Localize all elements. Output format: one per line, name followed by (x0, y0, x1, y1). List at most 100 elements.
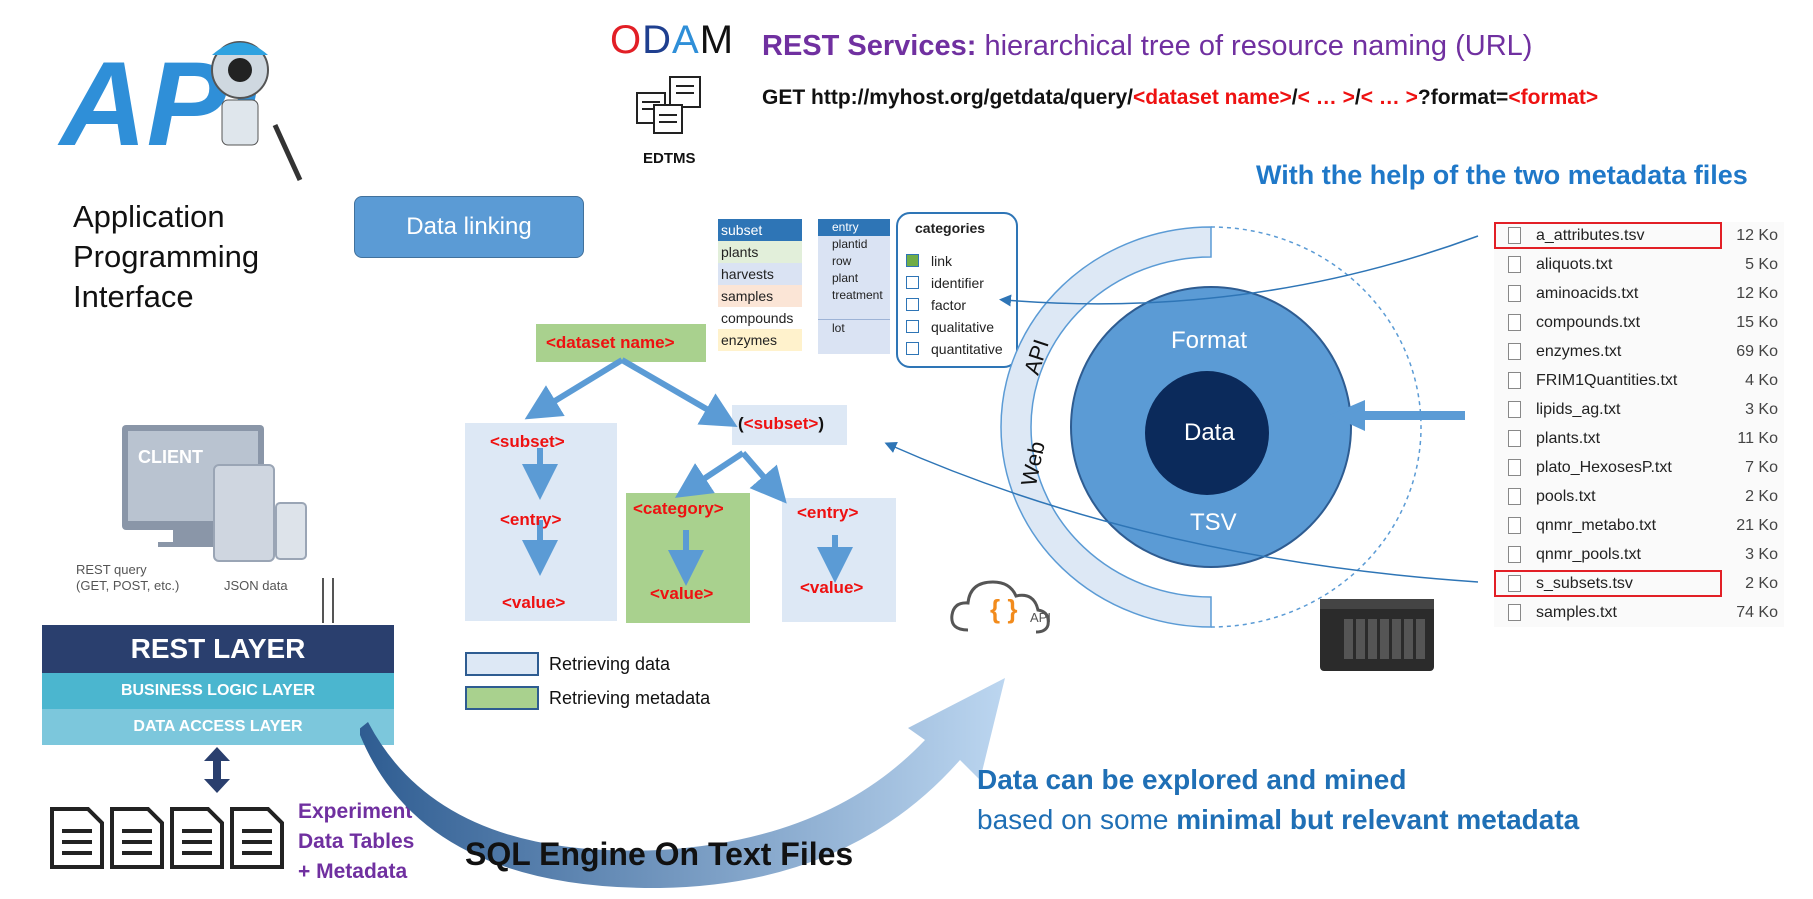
file-size: 21 Ko (1736, 517, 1778, 534)
file-name: qnmr_metabo.txt (1536, 517, 1657, 534)
logo-letter-m: M (699, 18, 735, 62)
categories-box: categories link identifier factor qualit… (896, 212, 1018, 368)
file-row[interactable]: qnmr_metabo.txt 21 Ko (1494, 512, 1784, 541)
data-access-layer: DATA ACCESS LAYER (42, 709, 394, 745)
file-icon (1508, 401, 1521, 418)
bidirectional-arrow-icon (204, 747, 230, 793)
file-name: s_subsets.tsv (1536, 575, 1633, 592)
client-label: CLIENT (138, 447, 203, 467)
file-icon (1508, 517, 1521, 534)
file-highlight-box (1494, 570, 1722, 597)
file-size: 12 Ko (1736, 285, 1778, 302)
subset-list-item: plants (718, 241, 802, 263)
file-icon (1508, 488, 1521, 505)
edtms-label: EDTMS (643, 150, 696, 167)
category-item-link: link (906, 250, 1003, 272)
circle-format-label: Format (1171, 327, 1248, 354)
client-devices-illustration (122, 425, 334, 623)
file-row[interactable]: a_attributes.tsv 12 Ko (1494, 222, 1784, 251)
cloud-api-icon: { } (950, 580, 1050, 634)
explored-line2-prefix: based on some (977, 804, 1177, 835)
category-item-label: qualitative (931, 319, 995, 335)
sql-engine-label: SQL Engine On Text Files (465, 836, 854, 872)
file-name: samples.txt (1536, 604, 1617, 621)
category-item-quantitative: quantitative (906, 338, 1003, 360)
tree-category: <category> (633, 499, 724, 518)
file-size: 69 Ko (1736, 343, 1778, 360)
url-query: ?format= (1417, 86, 1509, 109)
tree-arrows (522, 357, 853, 586)
logo-letter-d: D (642, 18, 673, 62)
file-size: 3 Ko (1745, 546, 1778, 563)
url-slash: / (1291, 86, 1298, 109)
file-name: a_attributes.tsv (1536, 227, 1645, 244)
nas-server-icon (1320, 599, 1434, 671)
entry-list-item: treatment (832, 288, 883, 302)
tree-subset-right: <subset> (743, 414, 819, 433)
category-item-identifier: identifier (906, 272, 1003, 294)
entry-list: entry plantid row plant treatment lot (818, 219, 890, 354)
file-size: 2 Ko (1745, 488, 1778, 505)
file-name: compounds.txt (1536, 314, 1641, 331)
api-label-line3: Interface (73, 279, 194, 314)
paren-open: ( (738, 414, 744, 433)
file-icon (1508, 430, 1521, 447)
tree-value: <value> (650, 584, 714, 603)
api-label-line2: Programming (73, 239, 260, 274)
file-row[interactable]: pools.txt 2 Ko (1494, 483, 1784, 512)
experiment-line2: Data Tables (298, 830, 415, 853)
category-item-factor: factor (906, 294, 1003, 316)
svg-text:{ }: { } (990, 594, 1017, 624)
entry-list-item: plant (832, 271, 859, 285)
tree-entry: <entry> (797, 503, 859, 522)
tree-entry: <entry> (500, 510, 562, 529)
rest-query-line1: REST query (76, 562, 147, 577)
subset-list-item: enzymes (718, 329, 802, 351)
file-icon (1508, 604, 1521, 621)
paren-close: ) (818, 414, 824, 433)
data-linking-box: Data linking (354, 196, 584, 258)
rest-services-heading: REST Services: hierarchical tree of reso… (762, 30, 1532, 63)
file-name: lipids_ag.txt (1536, 401, 1621, 418)
tree-subset-optional: (<subset>) (738, 414, 824, 434)
json-data-label: JSON data (224, 578, 288, 593)
entry-list-item: lot (818, 319, 890, 337)
checkbox-icon (906, 276, 919, 289)
file-size: 2 Ko (1745, 575, 1778, 592)
subset-list: subset plants harvests samples compounds… (718, 219, 802, 351)
categories-title: categories (915, 220, 986, 236)
file-row[interactable]: enzymes.txt 69 Ko (1494, 338, 1784, 367)
file-size: 5 Ko (1745, 256, 1778, 273)
url-placeholder: < … > (1297, 86, 1355, 109)
file-name: plants.txt (1536, 430, 1601, 447)
odam-logo: ODAM (610, 18, 734, 63)
url-slash: / (1354, 86, 1361, 109)
rest-layer: REST LAYER (42, 625, 394, 673)
file-name: pools.txt (1536, 488, 1596, 505)
file-name: enzymes.txt (1536, 343, 1622, 360)
subset-list-header: subset (718, 219, 802, 241)
file-icon (1508, 256, 1521, 273)
explored-line1: Data can be explored and mined (977, 764, 1407, 795)
legend-metadata-label: Retrieving metadata (549, 688, 711, 708)
experiment-line3: + Metadata (298, 860, 408, 883)
subset-right-box (732, 405, 847, 445)
entry-list-item: plantid (832, 237, 868, 251)
rest-services-bold: REST Services: (762, 30, 977, 62)
file-size: 12 Ko (1736, 227, 1778, 244)
url-prefix: GET http://myhost.org/getdata/query/ (762, 86, 1134, 109)
curved-arrow (360, 678, 1005, 889)
file-row[interactable]: s_subsets.tsv 2 Ko (1494, 570, 1784, 599)
legend-data-label: Retrieving data (549, 654, 671, 674)
rest-query-label: REST query (GET, POST, etc.) (76, 562, 179, 594)
